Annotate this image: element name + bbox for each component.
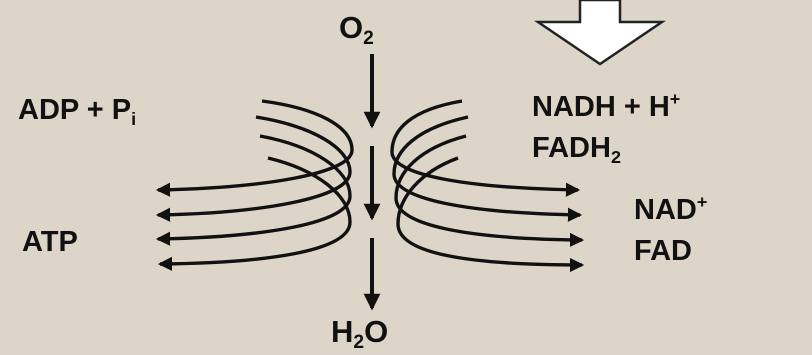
fadh2-label-subscript: 2 [610,146,621,167]
right-coil-arrow-3 [394,134,585,248]
left-coil-arrow-2 [155,115,352,222]
water-label-pre: H [331,314,354,349]
atp-label: ATP [22,228,78,257]
left-coil-arrow-4 [157,156,352,272]
block-arrow-down-icon [533,0,667,66]
oxygen-label-main: O [339,10,364,45]
nad-label-main: NAD [634,194,697,226]
nad-label: NAD+ [634,193,707,226]
adp-pi-label: ADP + Pi [18,94,136,128]
oxygen-label-subscript: 2 [363,28,374,50]
fad-label: FAD [634,237,692,266]
right-coil-arrow-1 [390,99,581,197]
water-label-post: O [364,314,389,349]
right-coil-arrows [390,99,585,273]
fadh2-label: FADH2 [532,132,621,166]
water-label-subscript: 2 [353,332,365,354]
nadh-label-superscript: + [669,88,681,109]
adp-pi-label-main: ADP + P [18,94,132,126]
left-coil-arrow-1 [155,99,354,197]
fadh2-label-main: FADH [532,132,611,164]
oxygen-label: O2 [339,10,374,48]
left-coil-arrows [155,99,354,272]
water-label: H2O [331,314,389,352]
nadh-label-main: NADH + H [532,91,670,123]
atp-label-main: ATP [22,226,78,258]
nad-label-superscript: + [696,191,708,212]
left-coil-arrow-3 [155,134,352,246]
adp-pi-label-subscript: i [131,108,137,129]
fad-label-main: FAD [634,235,692,267]
right-coil-arrow-2 [392,115,583,222]
nadh-label: NADH + H+ [532,90,680,123]
right-coil-arrow-4 [396,156,585,273]
